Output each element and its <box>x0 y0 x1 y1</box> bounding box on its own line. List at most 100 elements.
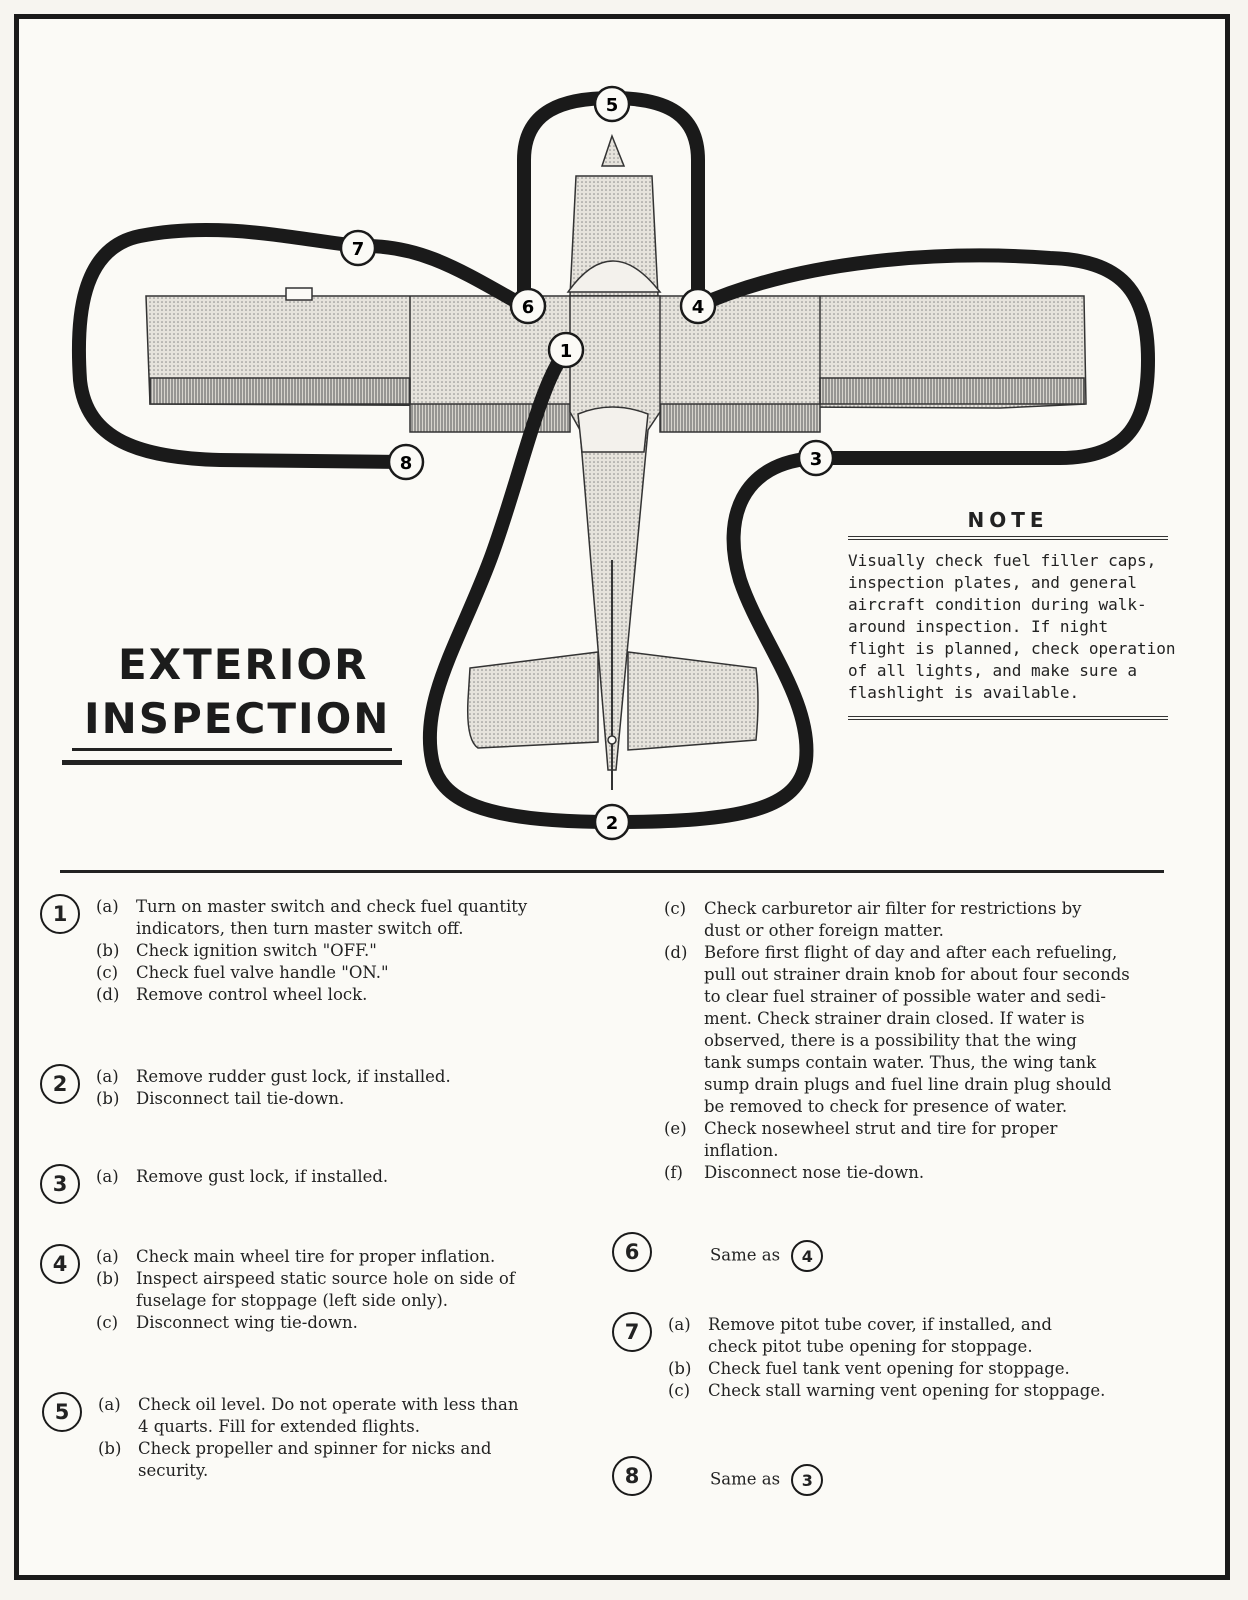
step-number: 2 <box>40 1064 80 1104</box>
item-text: Remove rudder gust lock, if installed. <box>136 1066 596 1088</box>
step-number: 1 <box>40 894 80 934</box>
step-item: (b) Check ignition switch "OFF." <box>96 940 596 962</box>
left-aileron <box>149 377 411 405</box>
step-item: (d)Remove control wheel lock. <box>96 984 596 1006</box>
item-line: observed, there is a possibility that th… <box>704 1031 1077 1050</box>
step-number: 8 <box>612 1456 652 1496</box>
item-key: (b) <box>96 1089 120 1108</box>
item-line: Before first flight of day and after eac… <box>704 943 1118 962</box>
item-text: Remove pitot tube cover, if installed, a… <box>708 1314 1208 1358</box>
step-item: (c) Disconnect wing tie-down. <box>96 1312 596 1334</box>
item-line: Remove rudder gust lock, if installed. <box>136 1067 451 1086</box>
item-key: (c) <box>668 1381 691 1400</box>
same-as-label: Same as <box>710 1469 781 1489</box>
item-line: Check propeller and spinner for nicks an… <box>138 1439 492 1458</box>
item-line: Check fuel tank vent opening for stoppag… <box>708 1359 1070 1378</box>
item-line: be removed to check for presence of wate… <box>704 1097 1068 1116</box>
item-line: Inspect airspeed static source hole on s… <box>136 1269 515 1288</box>
step-items: (a) Remove rudder gust lock, if installed… <box>96 1066 596 1110</box>
item-key: (a) <box>96 1247 119 1266</box>
svg-text:4: 4 <box>692 297 705 318</box>
item-text: Inspect airspeed static source hole on s… <box>136 1268 596 1312</box>
item-line: Check fuel valve handle "ON." <box>136 963 389 982</box>
step-items: (a)Turn on master switch and check fuel … <box>96 896 596 1006</box>
item-line: inflation. <box>704 1141 779 1160</box>
same-as-label: Same as <box>710 1245 781 1265</box>
item-line: Remove gust lock, if installed. <box>136 1167 389 1186</box>
item-text: Before first flight of day and after eac… <box>704 942 1204 1118</box>
step-item: (a)Check oil level. Do not operate with … <box>98 1394 598 1438</box>
item-key: (b) <box>98 1439 122 1458</box>
item-line: check pitot tube opening for stoppage. <box>708 1337 1033 1356</box>
title-underline-thick <box>62 760 402 765</box>
item-text: Check fuel valve handle "ON." <box>136 962 596 984</box>
item-text: Remove control wheel lock. <box>136 984 596 1006</box>
note-line: of all lights, and make sure a <box>848 661 1137 680</box>
item-text: Check fuel tank vent opening for stoppag… <box>708 1358 1208 1380</box>
item-text: Check propeller and spinner for nicks an… <box>138 1438 598 1482</box>
title-line-1: EXTERIOR <box>118 640 369 689</box>
same-as-row: Same as 3 <box>710 1464 824 1496</box>
item-line: Remove control wheel lock. <box>136 985 368 1004</box>
item-line: Remove pitot tube cover, if installed, a… <box>708 1315 1052 1334</box>
item-key: (f) <box>664 1163 683 1182</box>
fuel-cap <box>285 287 313 301</box>
item-key: (c) <box>664 899 687 918</box>
item-text: Check main wheel tire for proper inflati… <box>136 1246 596 1268</box>
item-line: indicators, then turn master switch off. <box>136 919 464 938</box>
step-number: 3 <box>40 1164 80 1204</box>
item-key: (d) <box>664 943 688 962</box>
item-key: (b) <box>96 941 120 960</box>
item-key: (b) <box>96 1269 120 1288</box>
horizontal-stabilizer <box>466 651 599 749</box>
point-3: 3 <box>797 439 835 477</box>
item-text: Check ignition switch "OFF." <box>136 940 596 962</box>
item-line: Check main wheel tire for proper inflati… <box>136 1247 496 1266</box>
svg-text:6: 6 <box>522 297 535 318</box>
item-line: sump drain plugs and fuel line drain plu… <box>704 1075 1112 1094</box>
point-2: 2 <box>593 803 631 841</box>
svg-text:5: 5 <box>606 95 619 116</box>
step-number: 5 <box>42 1392 82 1432</box>
item-line: Disconnect nose tie-down. <box>704 1163 925 1182</box>
item-key: (a) <box>96 1167 119 1186</box>
step-item: (b) Disconnect tail tie-down. <box>96 1088 596 1110</box>
airplane-drawing <box>145 133 1087 790</box>
item-text: Check oil level. Do not operate with les… <box>138 1394 598 1438</box>
point-5: 5 <box>593 85 631 123</box>
item-text: Disconnect wing tie-down. <box>136 1312 596 1334</box>
step-number: 7 <box>612 1312 652 1352</box>
same-as-ref: 4 <box>791 1240 824 1272</box>
item-key: (c) <box>96 1313 119 1332</box>
windshield <box>566 260 662 293</box>
title-underline <box>72 748 392 751</box>
item-text: Disconnect tail tie-down. <box>136 1088 596 1110</box>
title-line-2: INSPECTION <box>84 694 391 743</box>
step-item: (c)Check carburetor air filter for restr… <box>664 898 1204 942</box>
svg-text:1: 1 <box>560 341 573 362</box>
item-text: Check nosewheel strut and tire for prope… <box>704 1118 1204 1162</box>
item-line: dust or other foreign matter. <box>704 921 944 940</box>
item-key: (a) <box>96 1067 119 1086</box>
step-item: (b) Check propeller and spinner for nicks… <box>98 1438 598 1482</box>
note-line: aircraft condition during walk- <box>848 595 1147 614</box>
item-line: 4 quarts. Fill for extended flights. <box>138 1417 420 1436</box>
note-line: inspection plates, and general <box>848 573 1137 592</box>
item-key: (a) <box>96 897 119 916</box>
step-item: (c) Check stall warning vent opening for … <box>668 1380 1208 1402</box>
item-text: Check stall warning vent opening for sto… <box>708 1380 1208 1402</box>
step-items: (a)Remove pitot tube cover, if installed… <box>668 1314 1208 1402</box>
step-item: (a)Turn on master switch and check fuel … <box>96 896 596 940</box>
item-line: Disconnect tail tie-down. <box>136 1089 345 1108</box>
item-line: Check ignition switch "OFF." <box>136 941 377 960</box>
step-item: (d) Before first flight of day and after … <box>664 942 1204 1118</box>
step-items: (a) Check main wheel tire for proper infl… <box>96 1246 596 1334</box>
step-items: (a) Remove gust lock, if installed. <box>96 1166 596 1188</box>
item-text: Remove gust lock, if installed. <box>136 1166 596 1188</box>
horizontal-stabilizer-right <box>627 651 759 751</box>
step-item: (a) Check main wheel tire for proper infl… <box>96 1246 596 1268</box>
item-line: Check stall warning vent opening for sto… <box>708 1381 1106 1400</box>
step-items: (c)Check carburetor air filter for restr… <box>664 898 1204 1184</box>
step-item: (b)Check fuel tank vent opening for stop… <box>668 1358 1208 1380</box>
step-item: (b) Inspect airspeed static source hole o… <box>96 1268 596 1312</box>
